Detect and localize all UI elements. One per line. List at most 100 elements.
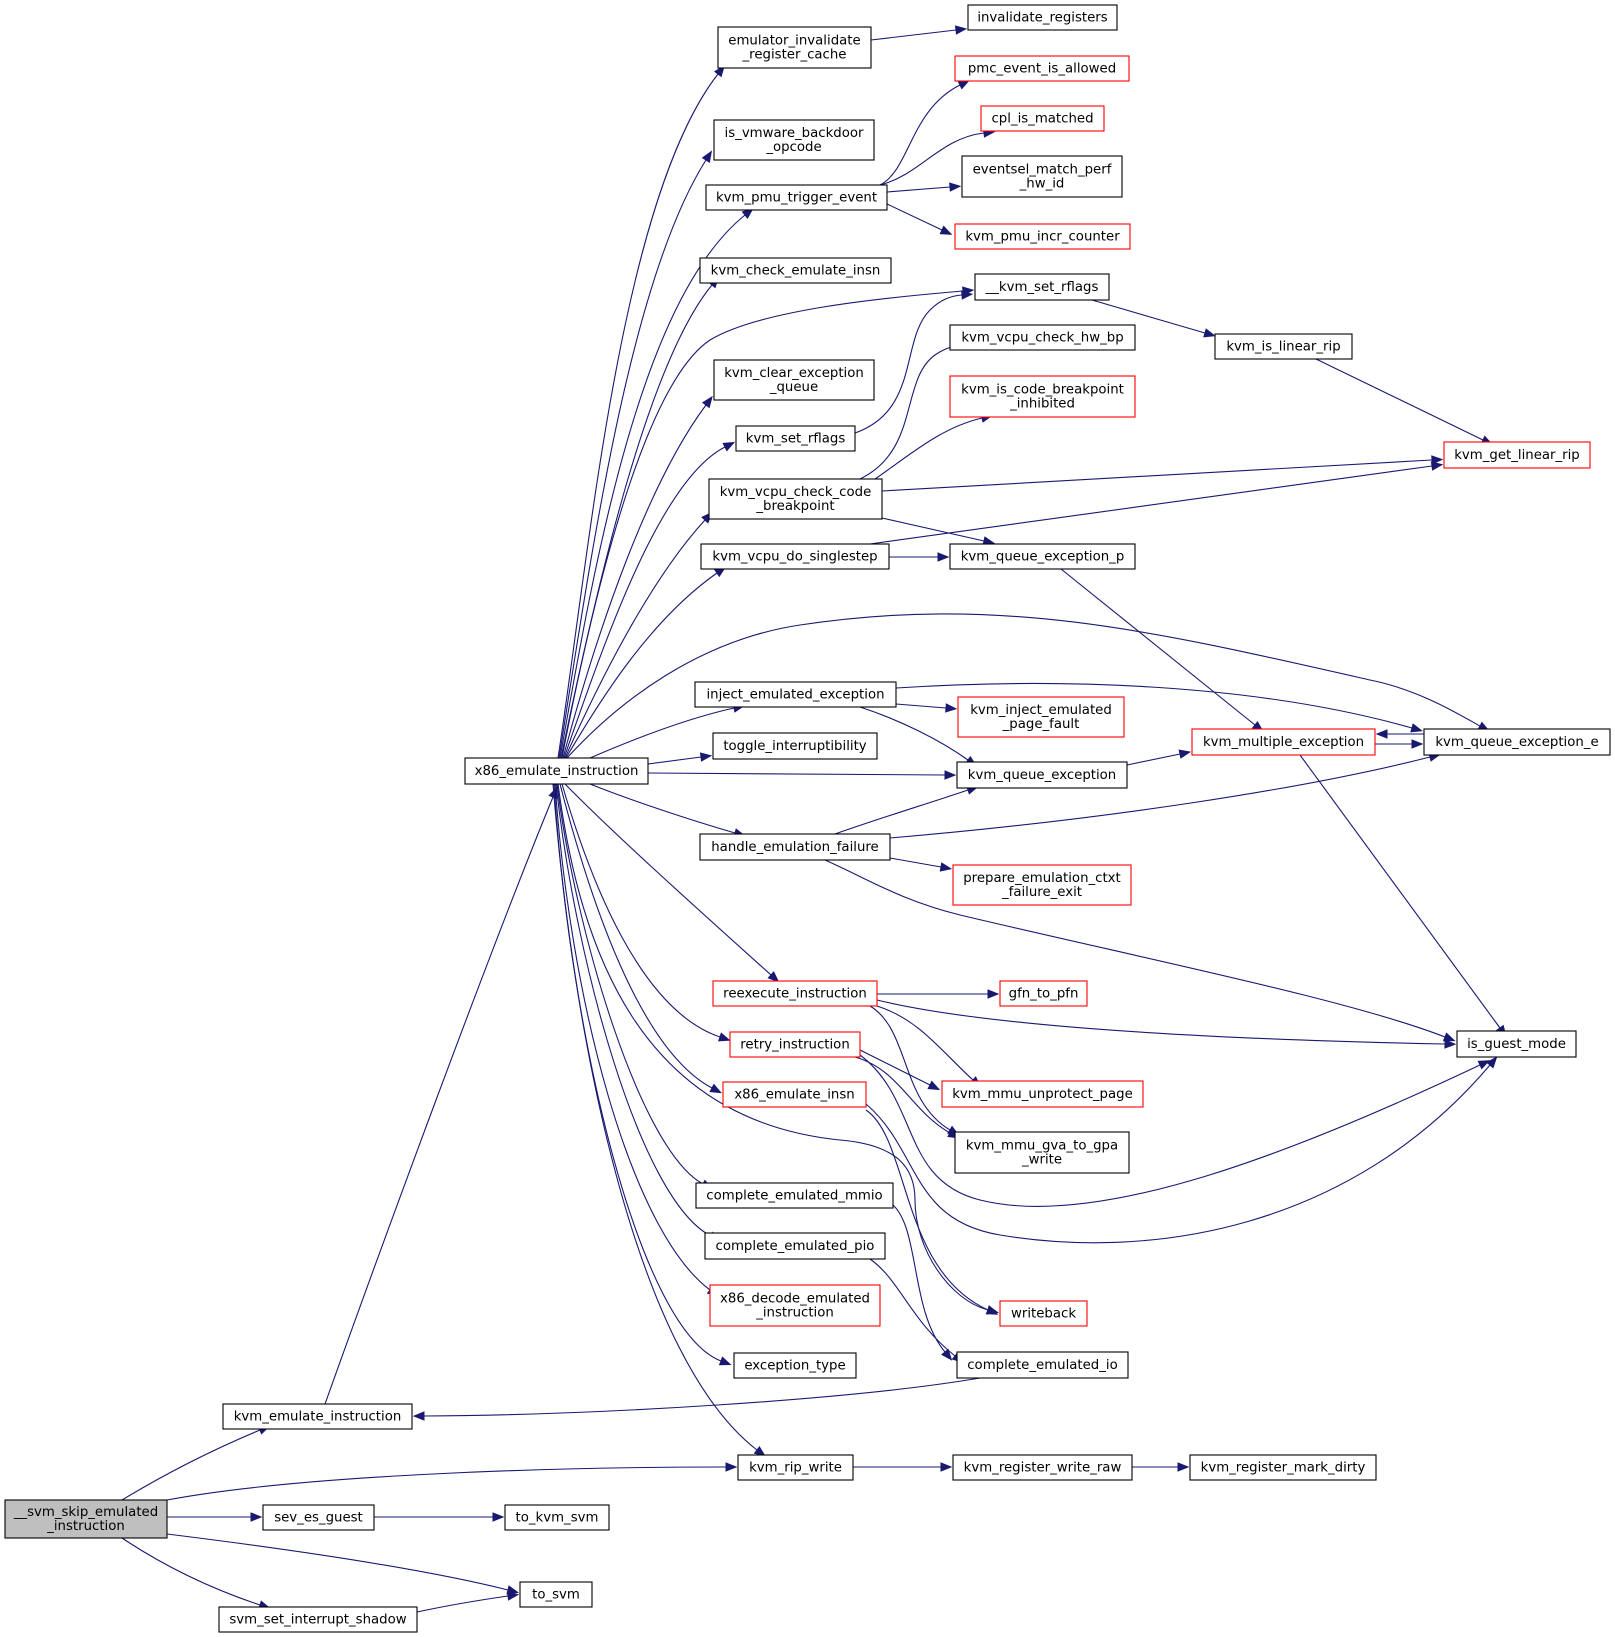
node-box xyxy=(961,155,1123,198)
node-kvm-check-emulate-insn[interactable]: kvm_check_emulate_insn xyxy=(699,257,892,284)
node-kvm-vcpu-do-singlestep[interactable]: kvm_vcpu_do_singlestep xyxy=(700,543,890,570)
node-label: toggle_interruptibility xyxy=(723,739,866,754)
node-label: svm_set_interrupt_shadow xyxy=(229,1613,406,1628)
node-box xyxy=(709,1284,881,1327)
edge-kvm-vcpu-check-code-bp-to-kvm-get-linear-rip-arrowhead xyxy=(1431,455,1444,465)
node-complete-emulated-pio[interactable]: complete_emulated_pio xyxy=(704,1232,886,1260)
node-label: is_guest_mode xyxy=(1467,1037,1566,1052)
node-kvm-clear-exception-queue[interactable]: kvm_clear_exception_queue xyxy=(713,359,875,401)
node-handle-emulation-failure[interactable]: handle_emulation_failure xyxy=(699,833,891,861)
node-label: kvm_is_code_breakpoint xyxy=(961,383,1124,398)
node-box xyxy=(699,257,892,284)
edge-x86-emulate-instruction-to-exception-type xyxy=(553,783,722,1362)
node-kvm-vcpu-check-hw-bp[interactable]: kvm_vcpu_check_hw_bp xyxy=(949,324,1136,351)
node-x86-emulate-instruction[interactable]: x86_emulate_instruction xyxy=(464,757,649,785)
node-box xyxy=(695,1182,894,1209)
node-kvm-pmu-trigger-event[interactable]: kvm_pmu_trigger_event xyxy=(705,184,888,211)
node-pmc-event-is-allowed[interactable]: pmc_event_is_allowed xyxy=(954,55,1130,82)
node-invalidate-registers[interactable]: invalidate_registers xyxy=(967,4,1118,31)
node-kvm-vcpu-check-code-bp[interactable]: kvm_vcpu_check_code_breakpoint xyxy=(708,478,883,520)
edge-retry-instruction-to-kvm-mmu-unprotect-page xyxy=(859,1049,931,1086)
node-box xyxy=(941,1080,1144,1108)
edge-handle-emulation-failure-to-is-guest-mode xyxy=(824,859,1446,1038)
node-label: emulator_invalidate xyxy=(728,34,860,49)
node-kvm-emulate-instruction[interactable]: kvm_emulate_instruction xyxy=(222,1403,413,1430)
node-exception-type[interactable]: exception_type xyxy=(733,1352,857,1379)
node-reexecute-instruction[interactable]: reexecute_instruction xyxy=(712,980,878,1007)
node-label: complete_emulated_pio xyxy=(716,1239,875,1254)
node-label: kvm_is_linear_rip xyxy=(1226,340,1340,355)
node-complete-emulated-mmio[interactable]: complete_emulated_mmio xyxy=(695,1182,894,1209)
node-emulator-invalidate[interactable]: emulator_invalidate_register_cache xyxy=(717,26,872,69)
node-complete-emulated-io[interactable]: complete_emulated_io xyxy=(956,1351,1129,1379)
edge-kvm-queue-exception-p-to-kvm-multiple-exception xyxy=(1060,568,1256,726)
node-box xyxy=(700,543,890,570)
edge-handle-emulation-failure-to-prepare-emulation-ctxt xyxy=(889,857,942,868)
node-label: kvm_get_linear_rip xyxy=(1454,448,1580,463)
node-label: kvm_clear_exception xyxy=(724,366,864,381)
edge-kvm-vcpu-check-code-bp-to-kvm-is-code-breakpoint xyxy=(874,417,983,480)
node-eventsel-match-perf[interactable]: eventsel_match_perf_hw_id xyxy=(961,155,1123,198)
edge-kvm-register-write-raw-to-kvm-register-mark-dirty-arrowhead xyxy=(1177,1462,1190,1472)
node-cpl-is-matched[interactable]: cpl_is_matched xyxy=(980,105,1105,132)
node-kvm-get-linear-rip[interactable]: kvm_get_linear_rip xyxy=(1443,441,1591,469)
node-to-kvm-svm[interactable]: to_kvm_svm xyxy=(504,1504,610,1531)
node-kvm-is-code-breakpoint[interactable]: kvm_is_code_breakpoint_inhibited xyxy=(949,375,1136,418)
node-label: gfn_to_pfn xyxy=(1009,987,1079,1002)
node-is-guest-mode[interactable]: is_guest_mode xyxy=(1456,1030,1577,1058)
node-kvm-queue-exception-p[interactable]: kvm_queue_exception_p xyxy=(949,543,1136,570)
node-kvm-inject-emulated-pf[interactable]: kvm_inject_emulated_page_fault xyxy=(957,696,1125,738)
node-kvm-set-rflags[interactable]: kvm_set_rflags xyxy=(735,425,856,452)
node-kvm-rip-write[interactable]: kvm_rip_write xyxy=(737,1454,854,1481)
node-writeback[interactable]: writeback xyxy=(999,1300,1088,1327)
node-label: _queue xyxy=(769,380,818,395)
node-svm-set-interrupt-shadow[interactable]: svm_set_interrupt_shadow xyxy=(218,1606,418,1633)
node-kvm-queue-exception[interactable]: kvm_queue_exception xyxy=(956,761,1128,789)
node-kvm-register-write-raw[interactable]: kvm_register_write_raw xyxy=(952,1454,1133,1481)
node-is-vmware-backdoor[interactable]: is_vmware_backdoor_opcode xyxy=(713,119,875,161)
node-kvm-mmu-unprotect-page[interactable]: kvm_mmu_unprotect_page xyxy=(941,1080,1144,1108)
edge-x86-emulate-instruction-to-kvm-set-rflags xyxy=(563,446,726,759)
node-svm-skip[interactable]: __svm_skip_emulated_instruction xyxy=(4,1499,168,1539)
edge-reexecute-instruction-to-gfn-to-pfn-arrowhead xyxy=(987,989,1000,999)
node-kvm-mmu-gva-to-gpa-write[interactable]: kvm_mmu_gva_to_gpa_write xyxy=(954,1131,1130,1174)
edge---kvm-set-rflags-to-kvm-is-linear-rip-arrowhead xyxy=(1203,328,1216,338)
node-retry-instruction[interactable]: retry_instruction xyxy=(729,1031,861,1058)
node-label: kvm_vcpu_check_code xyxy=(720,485,872,500)
node-label: __kvm_set_rflags xyxy=(985,280,1099,295)
node-box xyxy=(999,980,1088,1007)
node-prepare-emulation-ctxt[interactable]: prepare_emulation_ctxt_failure_exit xyxy=(952,864,1132,906)
node-label: kvm_rip_write xyxy=(749,1461,842,1476)
node-box xyxy=(1191,728,1376,756)
edge-reexecute-instruction-to-kvm-mmu-gva-to-gpa-write xyxy=(869,1005,951,1131)
node-to-svm[interactable]: to_svm xyxy=(519,1581,593,1608)
node-label: kvm_inject_emulated xyxy=(970,703,1112,718)
node-label: kvm_vcpu_do_singlestep xyxy=(712,550,877,565)
node-label: kvm_queue_exception_e xyxy=(1435,735,1598,750)
node-toggle-interruptibility[interactable]: toggle_interruptibility xyxy=(712,732,878,760)
node-gfn-to-pfn[interactable]: gfn_to_pfn xyxy=(999,980,1088,1007)
node-inject-emulated-exception[interactable]: inject_emulated_exception xyxy=(694,681,897,708)
node-x86-decode-emulated[interactable]: x86_decode_emulated_instruction xyxy=(709,1284,881,1327)
node-label: _hw_id xyxy=(1019,177,1065,192)
node-label: kvm_queue_exception_p xyxy=(961,550,1125,565)
node-kvm-register-mark-dirty[interactable]: kvm_register_mark_dirty xyxy=(1189,1454,1377,1481)
edge-kvm-multiple-exception-to-kvm-queue-exception-e-arrowhead xyxy=(1411,739,1424,749)
edge-inject-emulated-exception-to-kvm-inject-emulated-pf-arrowhead xyxy=(945,703,958,713)
node-label: sev_es_guest xyxy=(274,1511,363,1526)
edge-reexecute-instruction-to-is-guest-mode xyxy=(876,999,1446,1045)
edge-inject-emulated-exception-to-kvm-inject-emulated-pf xyxy=(895,703,947,709)
node-kvm-queue-exception-e[interactable]: kvm_queue_exception_e xyxy=(1423,728,1611,756)
node---kvm-set-rflags[interactable]: __kvm_set_rflags xyxy=(974,273,1110,301)
node-kvm-multiple-exception[interactable]: kvm_multiple_exception xyxy=(1191,728,1376,756)
node-box xyxy=(954,55,1130,82)
node-kvm-pmu-incr-counter[interactable]: kvm_pmu_incr_counter xyxy=(954,223,1131,250)
node-label: pmc_event_is_allowed xyxy=(968,62,1116,77)
node-kvm-is-linear-rip[interactable]: kvm_is_linear_rip xyxy=(1214,333,1353,360)
edge-x86-emulate-instruction-to-kvm-queue-exception-arrowhead xyxy=(944,770,957,780)
node-x86-emulate-insn[interactable]: x86_emulate_insn xyxy=(722,1081,867,1108)
node-label: is_vmware_backdoor xyxy=(725,126,864,141)
edge-kvm-pmu-trigger-event-to-pmc-event-is-allowed-arrowhead xyxy=(957,79,971,90)
node-sev-es-guest[interactable]: sev_es_guest xyxy=(262,1504,375,1531)
